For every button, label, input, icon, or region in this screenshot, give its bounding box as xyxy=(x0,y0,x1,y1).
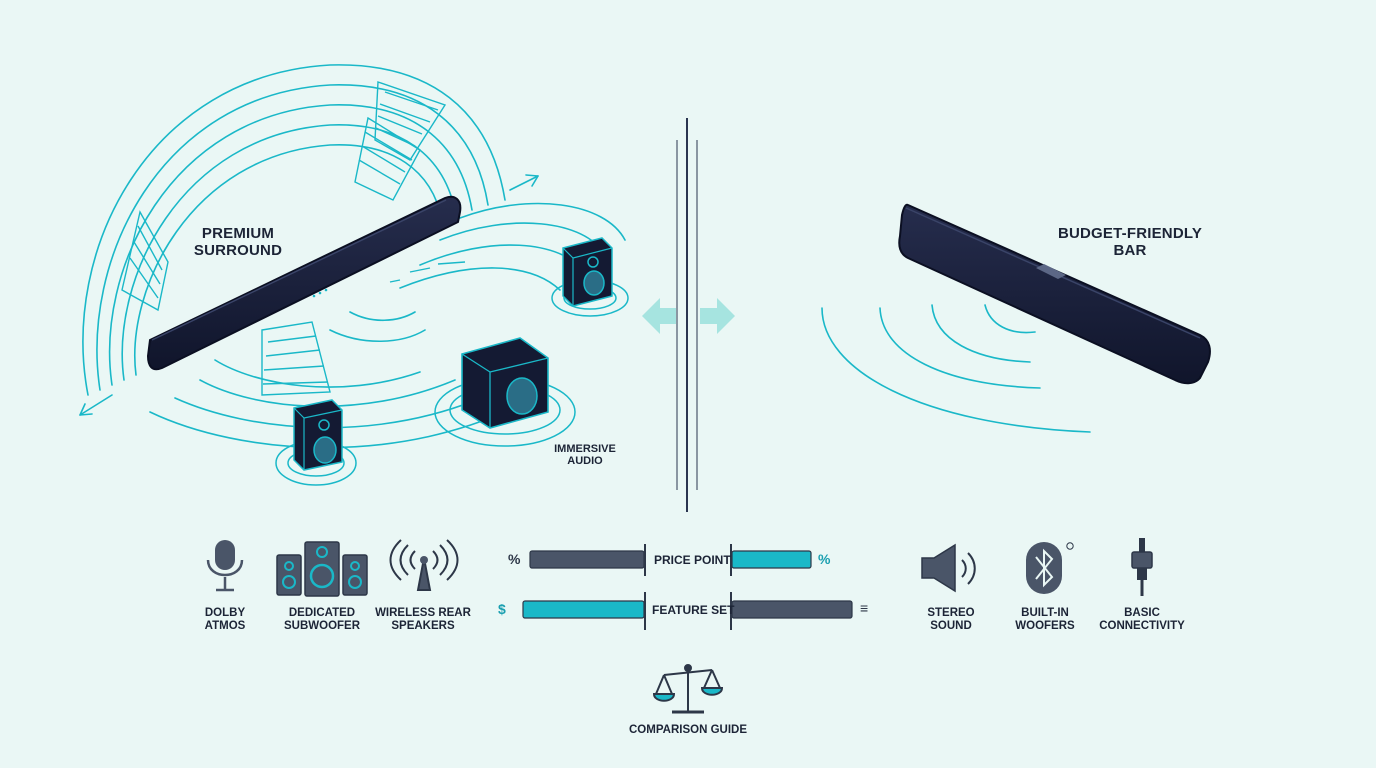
premium-title: PREMIUM SURROUND xyxy=(186,225,290,260)
bluetooth-icon xyxy=(1026,542,1074,594)
feature-label-connectivity: BASIC CONNECTIVITY xyxy=(1099,607,1185,632)
feature-label-dolby-atmos: DOLBY ATMOS xyxy=(204,607,246,632)
immersive-line1: IMMERSIVE xyxy=(554,443,616,455)
premium-title-line2: SURROUND xyxy=(193,241,283,259)
comparison-bar-left-1 xyxy=(522,600,645,619)
subwoofer-icon xyxy=(434,337,576,447)
premium-arrows xyxy=(79,174,539,416)
comparison-bar-right-1 xyxy=(731,600,853,619)
front-speaker-icon xyxy=(275,399,357,486)
budget-soundbar xyxy=(898,203,1211,385)
comparison-guide-label: COMPARISON GUIDE xyxy=(629,724,747,736)
comparison-bar-left-0 xyxy=(529,550,645,569)
center-divider xyxy=(676,118,698,512)
premium-title-line1: PREMIUM xyxy=(201,225,275,242)
double-arrow-icon xyxy=(642,298,735,334)
feature-left-symbol: $ xyxy=(498,601,506,617)
premium-soundbar xyxy=(146,195,462,371)
budget-sound-waves xyxy=(821,304,1091,433)
sound-cones xyxy=(121,81,466,396)
row-label-price-point: PRICE POINT xyxy=(654,553,731,567)
feature-right-symbol: ≡ xyxy=(860,600,869,616)
feature-label-stereo: STEREO SOUND xyxy=(927,607,975,632)
budget-title-line1: BUDGET-FRIENDLY xyxy=(1057,225,1203,242)
budget-title-line2: BAR xyxy=(1113,241,1147,259)
feature-label-subwoofer: DEDICATED SUBWOOFER xyxy=(283,607,361,632)
price-right-symbol: % xyxy=(818,551,831,567)
immersive-audio-label: IMMERSIVE AUDIO xyxy=(545,443,625,468)
budget-title: BUDGET-FRIENDLY BAR xyxy=(1050,225,1210,260)
immersive-line2: AUDIO xyxy=(567,455,603,468)
wireless-antenna-icon xyxy=(389,539,459,591)
row-label-feature-set: FEATURE SET xyxy=(652,603,735,617)
feature-label-wireless: WIRELESS REAR SPEAKERS xyxy=(375,607,471,632)
balance-scale-icon xyxy=(652,664,724,714)
speaker-volume-icon xyxy=(921,543,976,593)
feature-label-woofers: BUILT-IN WOOFERS xyxy=(1015,607,1075,632)
rear-speaker-icon xyxy=(551,237,629,317)
cable-plug-icon xyxy=(1131,538,1153,596)
comparison-bars xyxy=(522,544,853,630)
speaker-stack-icon xyxy=(276,541,368,597)
microphone-icon xyxy=(206,540,244,592)
comparison-bar-right-0 xyxy=(731,550,812,569)
price-left-symbol: % xyxy=(508,551,521,567)
